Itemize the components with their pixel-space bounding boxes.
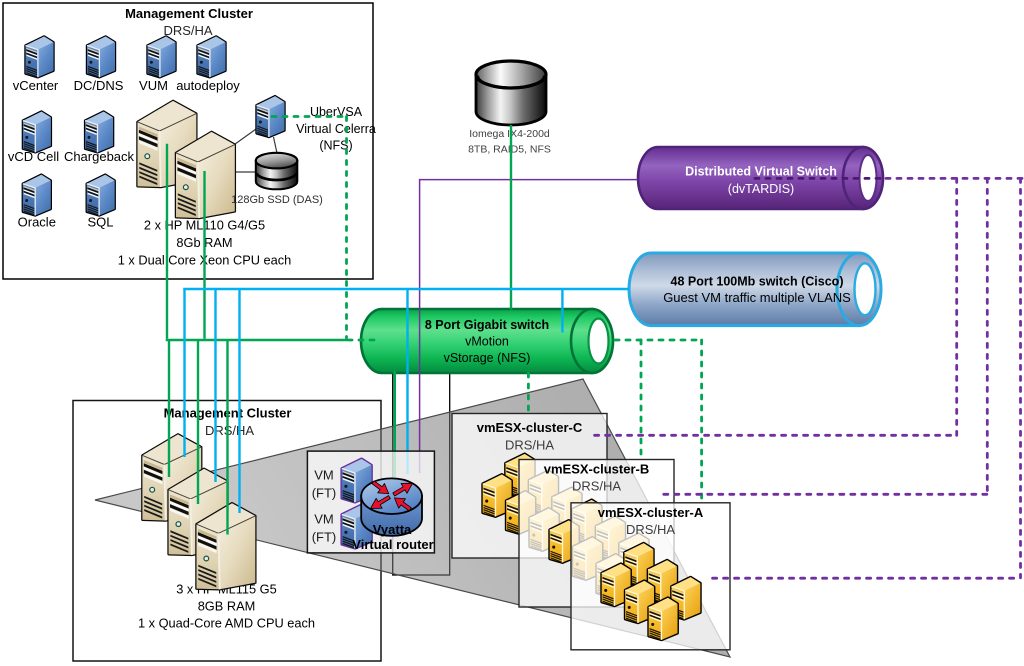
svg-text:1 x Quad-Core AMD CPU each: 1 x Quad-Core AMD CPU each: [138, 615, 315, 630]
svg-text:Guest VM traffic multiple VLAN: Guest VM traffic multiple VLANS: [663, 290, 851, 305]
svg-text:8 Port Gigabit switch: 8 Port Gigabit switch: [425, 318, 549, 332]
svg-text:DRS/HA: DRS/HA: [572, 479, 621, 494]
svg-text:Oracle: Oracle: [18, 215, 56, 230]
svg-text:Virtual Celerra: Virtual Celerra: [296, 122, 376, 136]
svg-text:(FT): (FT): [312, 486, 337, 501]
svg-text:vStorage (NFS): vStorage (NFS): [444, 351, 531, 365]
svg-text:48 Port 100Mb switch (Cisco): 48 Port 100Mb switch (Cisco): [671, 274, 844, 288]
svg-text:128Gb SSD (DAS): 128Gb SSD (DAS): [231, 194, 323, 206]
svg-text:Management Cluster: Management Cluster: [125, 6, 253, 21]
svg-text:(FT): (FT): [312, 530, 337, 545]
svg-text:VM: VM: [314, 468, 334, 483]
svg-text:UberVSA: UberVSA: [310, 105, 363, 119]
svg-text:vMotion: vMotion: [465, 335, 509, 349]
svg-text:VM: VM: [314, 512, 334, 527]
svg-text:DRS/HA: DRS/HA: [505, 438, 554, 453]
svg-text:autodeploy: autodeploy: [176, 78, 240, 93]
svg-text:VUM: VUM: [139, 78, 168, 93]
svg-text:vmESX-cluster-C: vmESX-cluster-C: [477, 420, 583, 435]
svg-text:(dvTARDIS): (dvTARDIS): [728, 182, 794, 196]
svg-text:vmESX-cluster-A: vmESX-cluster-A: [598, 505, 704, 520]
svg-text:vmESX-cluster-B: vmESX-cluster-B: [544, 462, 649, 477]
svg-text:Vyatta: Vyatta: [373, 522, 412, 537]
svg-text:SQL: SQL: [87, 215, 113, 230]
svg-text:(NFS): (NFS): [319, 139, 352, 153]
svg-text:DRS/HA: DRS/HA: [626, 522, 675, 537]
svg-text:Chargeback: Chargeback: [64, 149, 135, 164]
svg-text:8TB, RAID5, NFS: 8TB, RAID5, NFS: [468, 143, 551, 155]
svg-text:8GB RAM: 8GB RAM: [198, 598, 256, 613]
svg-text:Virtual router: Virtual router: [352, 537, 433, 552]
svg-text:Distributed Virtual Switch: Distributed Virtual Switch: [685, 164, 837, 178]
svg-text:vCenter: vCenter: [13, 78, 59, 93]
svg-text:vCD Cell: vCD Cell: [8, 149, 59, 164]
svg-text:DRS/HA: DRS/HA: [205, 423, 254, 438]
svg-text:DC/DNS: DC/DNS: [74, 78, 124, 93]
svg-text:Iomega IX4-200d: Iomega IX4-200d: [469, 128, 550, 140]
svg-text:DRS/HA: DRS/HA: [163, 23, 212, 38]
